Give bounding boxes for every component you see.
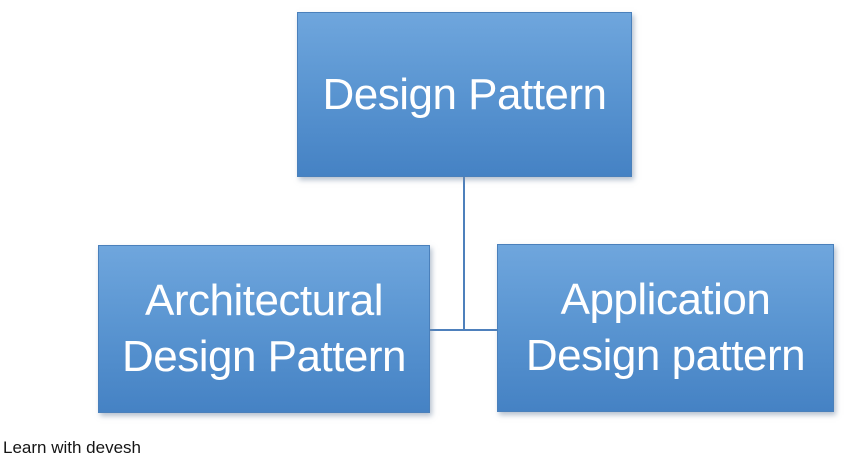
- node-architectural-design-pattern-label: Architectural Design Pattern: [121, 276, 407, 381]
- connector-children-horizontal: [430, 329, 498, 331]
- watermark-text: Learn with devesh: [3, 438, 141, 457]
- node-architectural-design-pattern: Architectural Design Pattern: [98, 245, 430, 413]
- node-design-pattern: Design Pattern: [297, 12, 632, 177]
- node-application-design-pattern-label: Application Design pattern: [525, 275, 806, 380]
- connector-root-to-children-vertical: [463, 177, 465, 331]
- node-design-pattern-label: Design Pattern: [322, 69, 607, 119]
- node-application-design-pattern: Application Design pattern: [497, 244, 834, 412]
